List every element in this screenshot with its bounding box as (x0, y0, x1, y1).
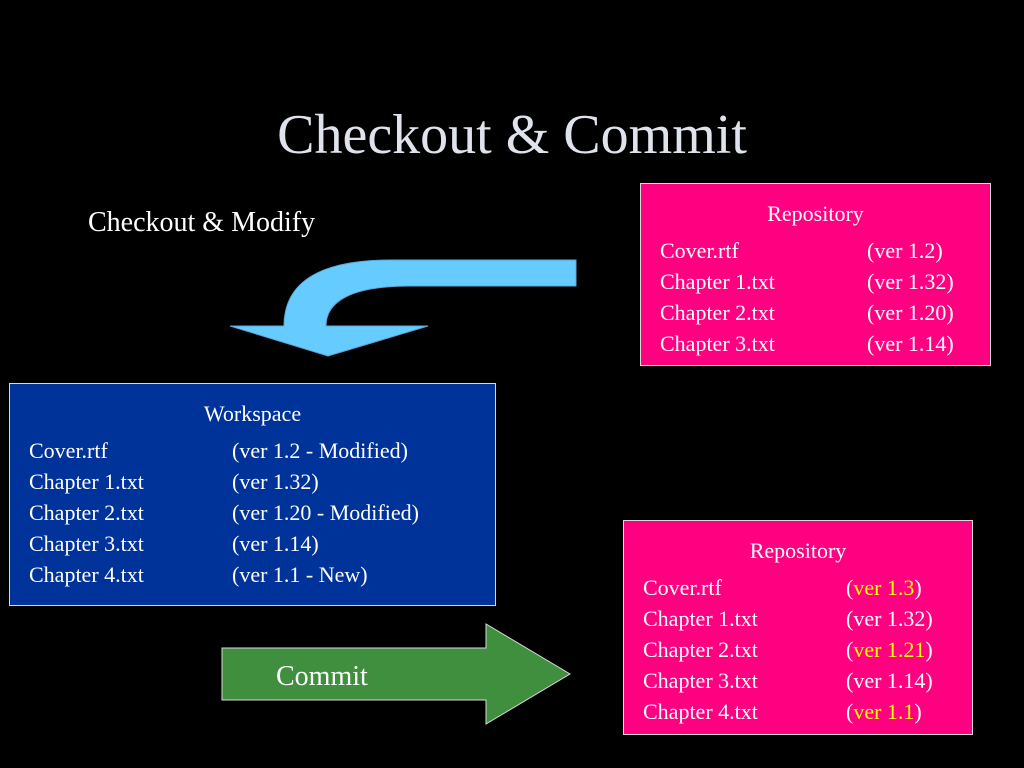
file-version: (ver 1.21) (846, 637, 933, 662)
version-value: ver 1.14 (853, 668, 926, 693)
file-name: Cover.rtf (29, 438, 108, 463)
file-version: (ver 1.32) (846, 606, 933, 631)
file-name: Chapter 4.txt (643, 699, 758, 724)
repository-after-title: Repository (749, 538, 847, 563)
version-value: ver 1.1 (853, 699, 915, 724)
file-name: Chapter 4.txt (29, 562, 144, 587)
file-version: (ver 1.20) (867, 300, 954, 325)
repository-before-title: Repository (767, 201, 864, 226)
file-name: Chapter 2.txt (29, 500, 144, 525)
file-version: (ver 1.14) (867, 331, 954, 356)
file-name: Chapter 1.txt (643, 606, 758, 631)
file-name: Chapter 3.txt (660, 331, 775, 356)
commit-label: Commit (276, 661, 368, 692)
file-version: (ver 1.14) (846, 668, 933, 693)
file-version: (ver 1.14) (232, 531, 319, 556)
version-value: ver 1.32 (853, 606, 926, 631)
file-version: (ver 1.20 - Modified) (232, 500, 419, 525)
file-name: Chapter 1.txt (660, 269, 775, 294)
file-version: (ver 1.2) (867, 238, 943, 263)
file-version: (ver 1.32) (867, 269, 954, 294)
file-version: (ver 1.1) (846, 699, 922, 724)
file-name: Chapter 2.txt (643, 637, 758, 662)
file-version: (ver 1.1 - New) (232, 562, 368, 587)
file-name: Chapter 3.txt (643, 668, 758, 693)
file-version: (ver 1.3) (846, 575, 922, 600)
version-value: ver 1.3 (853, 575, 915, 600)
workspace-box: Workspace Cover.rtf (ver 1.2 - Modified)… (9, 383, 496, 606)
repository-before-box: Repository Cover.rtf (ver 1.2) Chapter 1… (640, 183, 991, 366)
file-version: (ver 1.2 - Modified) (232, 438, 408, 463)
file-name: Chapter 2.txt (660, 300, 775, 325)
file-name: Cover.rtf (643, 575, 722, 600)
file-name: Chapter 1.txt (29, 469, 144, 494)
checkout-modify-label: Checkout & Modify (88, 207, 316, 238)
slide-title: Checkout & Commit (277, 104, 747, 166)
file-name: Chapter 3.txt (29, 531, 144, 556)
file-name: Cover.rtf (660, 238, 739, 263)
workspace-title: Workspace (203, 401, 302, 426)
version-value: ver 1.21 (853, 637, 926, 662)
repository-after-box: Repository Cover.rtf (ver 1.3) Chapter 1… (623, 520, 973, 735)
file-version: (ver 1.32) (232, 469, 319, 494)
